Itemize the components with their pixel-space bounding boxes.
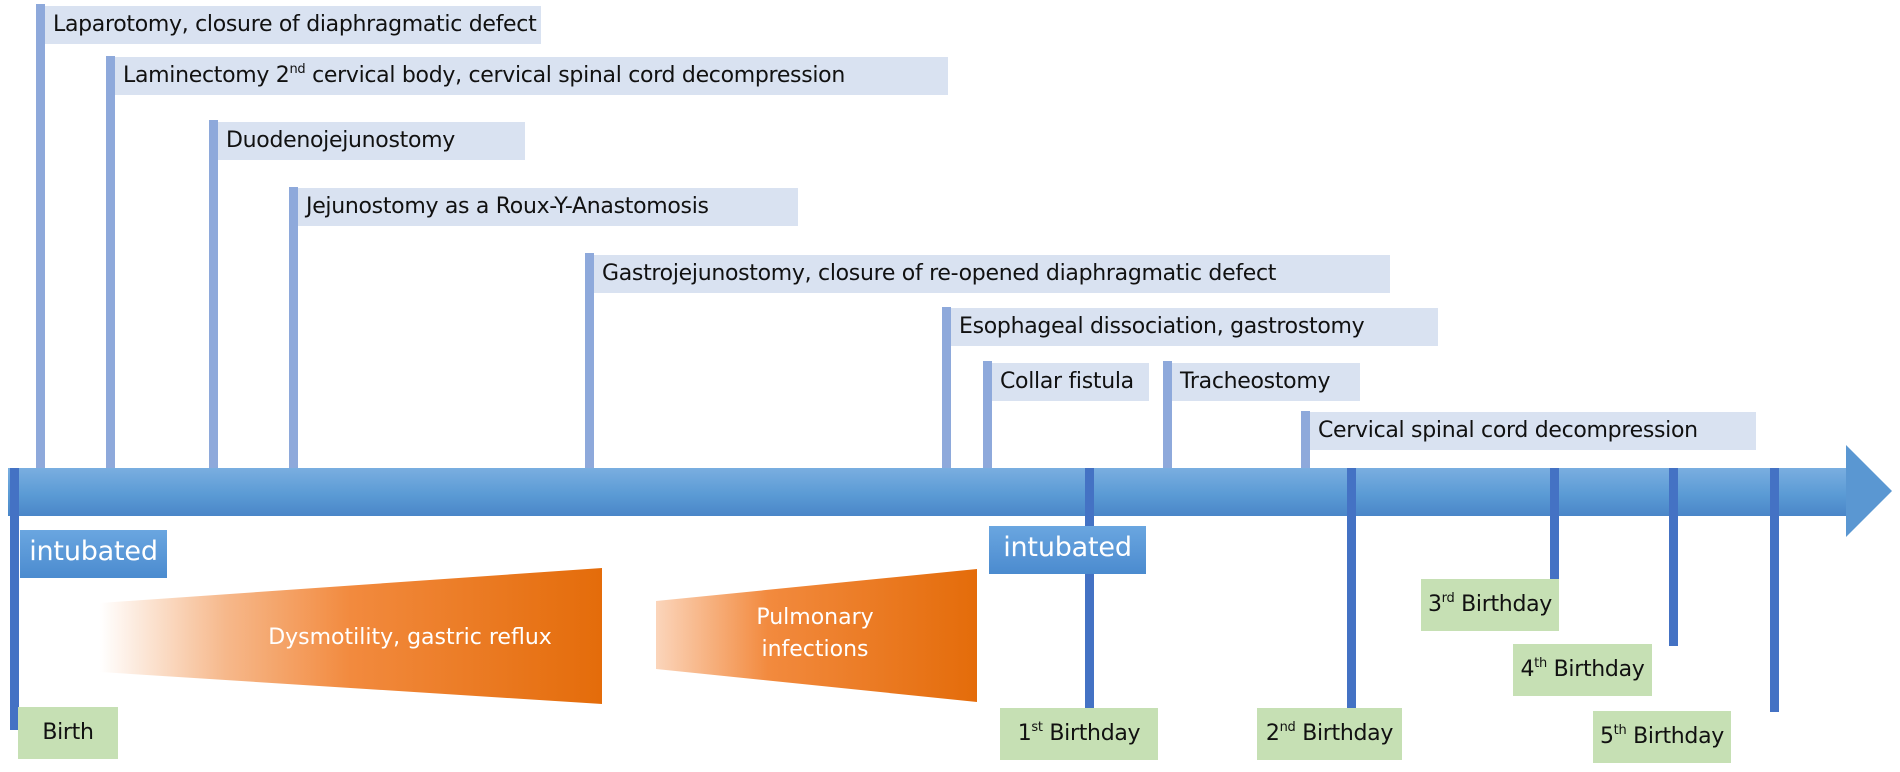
milestone-birth-label: Birth: [42, 720, 94, 745]
procedure-jejunostomy: Jejunostomy as a Roux-Y-Anastomosis: [298, 188, 798, 226]
procedure-duodenojejunostomy: Duodenojejunostomy: [218, 122, 525, 160]
procedure-laminectomy-sup: nd: [289, 62, 306, 77]
milestone-2nd-birthday: 2nd Birthday: [1257, 708, 1402, 760]
procedure-stem: [1163, 361, 1172, 470]
milestone-3rd-num: 3: [1427, 592, 1442, 617]
milestone-stem-birth: [10, 468, 19, 730]
procedure-laminectomy: Laminectomy 2nd cervical body, cervical …: [115, 57, 948, 95]
milestone-1st-num: 1: [1017, 721, 1032, 746]
milestone-4th-birthday: 4th Birthday: [1513, 644, 1652, 696]
milestone-5th-num: 5: [1599, 724, 1614, 749]
milestone-stem-5th: [1770, 468, 1779, 712]
milestone-stem-2nd: [1347, 468, 1356, 709]
milestone-2nd-sup: nd: [1279, 720, 1296, 735]
milestone-stem-4th: [1669, 468, 1678, 646]
condition-pulmonary-line2: infections: [761, 637, 869, 662]
milestone-1st-sup: st: [1031, 720, 1043, 735]
intubated-box-birth: intubated: [20, 530, 167, 578]
milestone-4th-label: Birthday: [1546, 657, 1645, 682]
milestone-4th-num: 4: [1520, 657, 1535, 682]
milestone-5th-sup: th: [1613, 723, 1627, 738]
procedure-laparotomy: Laparotomy, closure of diaphragmatic def…: [45, 6, 541, 44]
condition-pulmonary-line1: Pulmonary: [756, 605, 874, 630]
milestone-birth: Birth: [18, 707, 118, 759]
intubated-box-first-year: intubated: [989, 526, 1146, 574]
milestone-5th-label: Birthday: [1626, 724, 1725, 749]
procedure-cervical-decompression: Cervical spinal cord decompression: [1310, 412, 1756, 450]
milestone-1st-birthday: 1st Birthday: [1000, 708, 1158, 760]
procedure-laminectomy-pre: Laminectomy 2: [123, 63, 290, 88]
milestone-3rd-sup: rd: [1441, 591, 1455, 606]
condition-pulmonary-label: Pulmonary infections: [740, 602, 890, 666]
milestone-stem-3rd: [1550, 468, 1559, 581]
condition-wedge-pulmonary: [656, 569, 977, 702]
condition-dysmotility-label: Dysmotility, gastric reflux: [268, 625, 552, 650]
milestone-2nd-label: Birthday: [1295, 721, 1394, 746]
procedure-stem: [1301, 411, 1310, 470]
timeline-arrow-head-icon: [1846, 445, 1892, 537]
procedure-tracheostomy: Tracheostomy: [1172, 363, 1360, 401]
milestone-3rd-birthday: 3rd Birthday: [1421, 579, 1559, 631]
procedure-stem: [36, 4, 45, 470]
procedure-laminectomy-post: cervical body, cervical spinal cord deco…: [305, 63, 845, 88]
procedure-stem: [942, 307, 951, 470]
milestone-5th-birthday: 5th Birthday: [1593, 711, 1731, 763]
procedure-stem: [983, 361, 992, 470]
milestone-2nd-num: 2: [1265, 721, 1280, 746]
timeline-axis: [8, 468, 1852, 516]
procedure-stem: [289, 187, 298, 470]
milestone-stem-1st: [1085, 468, 1094, 709]
procedure-stem: [209, 120, 218, 470]
milestone-1st-label: Birthday: [1042, 721, 1141, 746]
milestone-3rd-label: Birthday: [1454, 592, 1553, 617]
procedure-stem: [585, 253, 594, 470]
procedure-collar-fistula: Collar fistula: [992, 363, 1149, 401]
condition-wedge-dysmotility: [100, 568, 602, 704]
procedure-stem: [106, 56, 115, 470]
procedure-esophageal-dissociation: Esophageal dissociation, gastrostomy: [951, 308, 1438, 346]
procedure-gastrojejunostomy: Gastrojejunostomy, closure of re-opened …: [594, 255, 1390, 293]
milestone-4th-sup: th: [1534, 656, 1547, 671]
